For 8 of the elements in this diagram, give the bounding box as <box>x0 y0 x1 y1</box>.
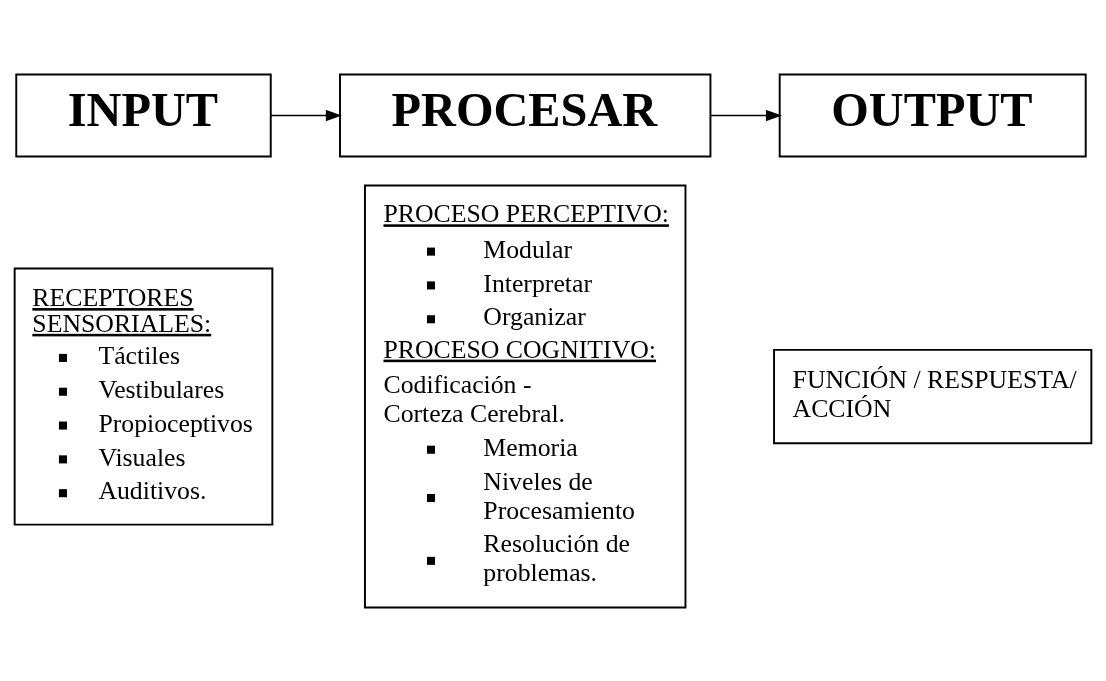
node-box: FUNCIÓN / RESPUESTA/ ACCIÓN <box>773 348 1093 444</box>
node-box: RECEPTORES SENSORIALES: Táctiles Vestibulares Propioceptivos Visuales Auditivos. <box>13 267 274 526</box>
arrow <box>270 109 342 121</box>
arrow <box>709 109 783 121</box>
node-box: PROCESAR <box>339 72 712 158</box>
node-box: PROCESO PERCEPTIVO: Modular Interpretar Organizar PROCESO COGNITIVO: Codificación - Corteza Cerebral. Memoria Niveles de Procesamiento Resolución de problemas. <box>364 184 687 609</box>
node-box: OUTPUT <box>778 72 1087 158</box>
node-box: INPUT <box>15 72 272 158</box>
